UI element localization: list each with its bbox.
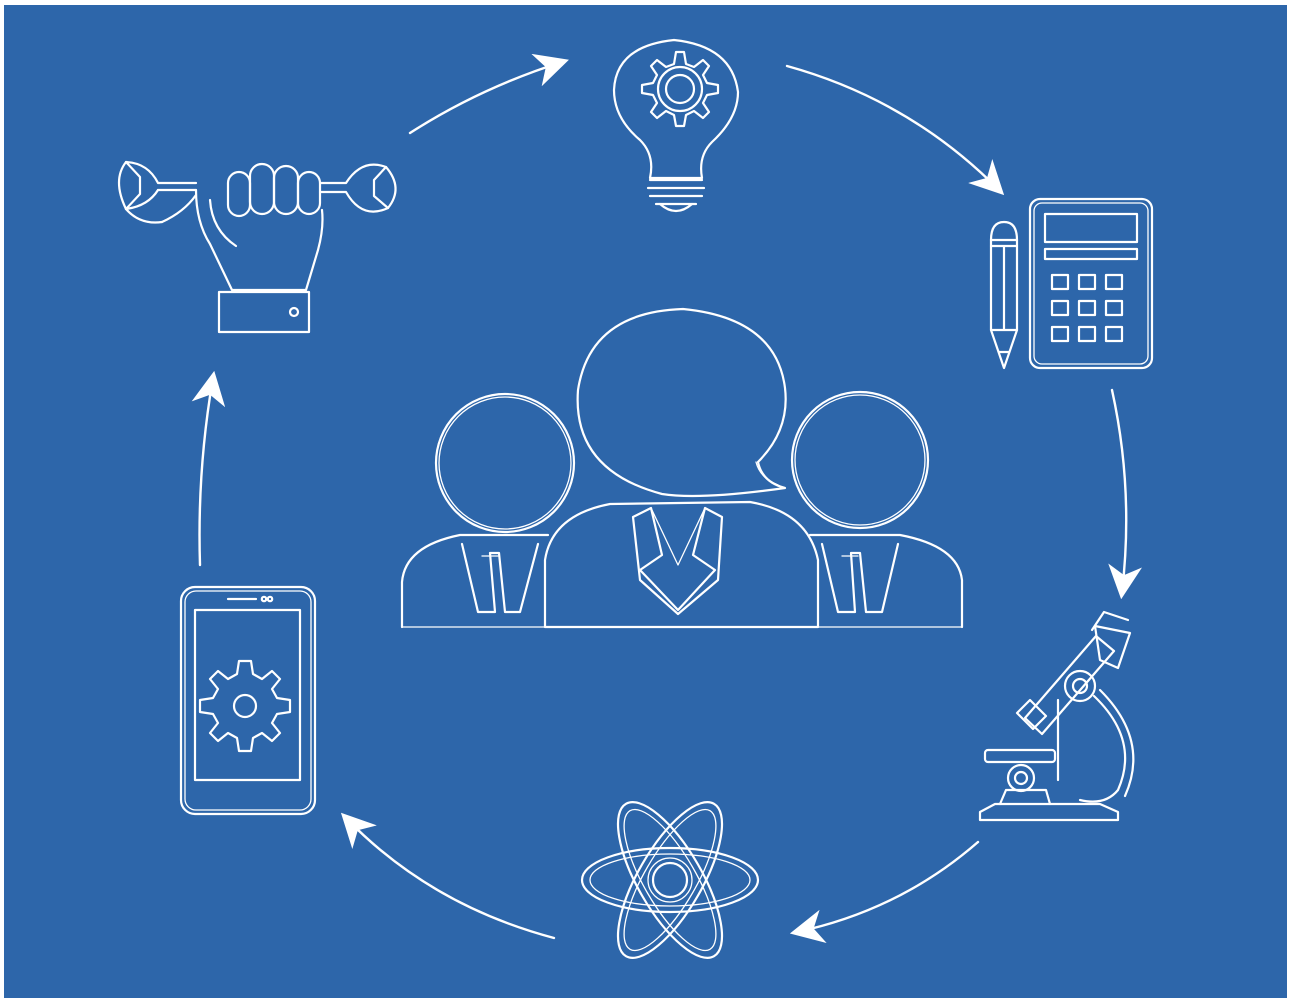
calculator-pencil-icon <box>989 197 1154 370</box>
team-people-icon <box>400 307 964 629</box>
diagram-panel <box>4 5 1287 998</box>
arrow-microscope-to-atom <box>789 840 980 944</box>
arrow-bulb-to-calculator <box>785 64 1005 196</box>
arrow-atom-to-phone <box>340 812 556 940</box>
atom-icon <box>580 801 760 959</box>
arrow-wrench-to-bulb <box>408 53 569 135</box>
background <box>4 5 1287 998</box>
arrow-calculator-to-microscope <box>1108 388 1143 600</box>
microscope-icon <box>978 610 1135 822</box>
arrow-phone-to-wrench <box>191 370 226 567</box>
cycle-arrows <box>191 53 1143 944</box>
lightbulb-gear-icon <box>612 38 740 213</box>
smartphone-gear-icon <box>179 585 317 816</box>
hand-wrench-icon <box>117 160 397 334</box>
